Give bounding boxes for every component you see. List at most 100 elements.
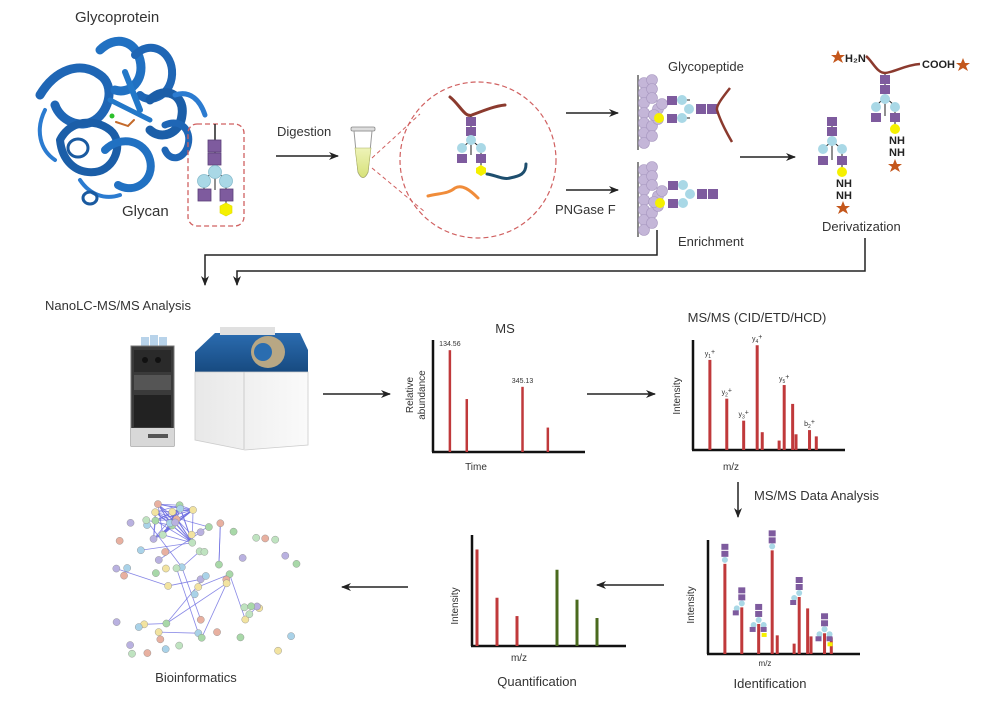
network-node	[161, 548, 169, 556]
ms-ylabel-line1: Relative	[405, 377, 416, 414]
network-node	[271, 535, 280, 544]
ms-chart-title: MS	[495, 321, 515, 336]
derivatization-label: Derivatization	[822, 219, 901, 234]
network-node	[134, 623, 143, 631]
network-node	[202, 572, 210, 580]
network-node	[287, 632, 295, 640]
glycopeptide-label: Glycopeptide	[668, 59, 744, 74]
network-node	[215, 560, 223, 569]
network-node	[154, 500, 162, 508]
star-label-icon	[836, 201, 850, 214]
network-node	[126, 519, 135, 527]
network-node	[261, 534, 270, 543]
peak-bar	[546, 427, 550, 452]
network-edge	[155, 511, 209, 528]
network-node	[149, 535, 158, 543]
connector-derivatization-to-lcms	[233, 238, 866, 286]
network-node	[281, 551, 290, 560]
network-node	[115, 537, 124, 545]
star-label-icon	[888, 159, 902, 172]
network-node	[247, 602, 256, 611]
microcentrifuge-tube-icon	[350, 126, 376, 178]
peak-bar	[775, 635, 779, 654]
lc-instrument-icon	[130, 335, 175, 447]
network-node	[188, 538, 197, 547]
ms-xlabel: Time	[465, 462, 487, 473]
peak-bar	[791, 403, 795, 450]
network-node	[236, 633, 245, 642]
network-node	[128, 649, 136, 658]
network-node	[196, 528, 205, 536]
network-edge	[166, 582, 227, 624]
network-node	[200, 548, 209, 556]
network-node	[229, 527, 238, 536]
peak-label: y3+	[738, 410, 748, 421]
network-node	[222, 579, 231, 588]
connector-enrichment-to-lcms	[201, 230, 658, 286]
network-node	[142, 516, 151, 524]
identification-ylabel: Intensity	[686, 586, 697, 623]
network-edge	[157, 503, 194, 511]
captured-glycopeptide-icon	[654, 87, 734, 143]
derivatized-glycan-icon: NH NH	[818, 117, 852, 214]
network-node	[172, 564, 181, 573]
network-node	[158, 531, 167, 539]
zoom-line-bottom	[371, 167, 426, 213]
peak-bar	[806, 608, 810, 654]
network-node	[274, 646, 282, 655]
network-edge	[176, 568, 199, 634]
network-node	[126, 641, 134, 649]
network-node	[143, 649, 152, 657]
peak-bar	[575, 599, 579, 646]
nh-label: NH	[889, 147, 905, 159]
network-node	[205, 523, 213, 531]
peak-bar	[708, 359, 712, 450]
network-edge	[158, 631, 199, 634]
network-node	[187, 530, 196, 539]
network-edge	[140, 542, 193, 551]
network-node	[292, 560, 301, 568]
network-node	[168, 508, 177, 516]
enrichment-resin-glycopeptide	[637, 74, 668, 150]
peak-label: 134.56	[439, 341, 461, 348]
peak-bar	[495, 597, 499, 646]
glycan-fragment-icon	[815, 613, 833, 647]
peak-bar	[740, 607, 744, 654]
nh-label: NH	[836, 190, 852, 202]
network-edge	[218, 523, 221, 565]
digestion-label: Digestion	[277, 124, 331, 139]
quantification-ylabel: Intensity	[450, 587, 461, 624]
network-node	[245, 610, 254, 618]
network-node	[213, 628, 221, 636]
glycan-fragment-icon	[732, 587, 746, 616]
identification-chart: Intensity m/z Identification	[686, 530, 860, 691]
nh-label: NH	[836, 178, 852, 190]
digest-contents	[426, 95, 528, 200]
peak-bar	[782, 385, 786, 450]
network-node	[216, 519, 225, 528]
derivatized-glycopeptide-icon: H₂N COOH NH NH	[831, 50, 970, 172]
network-edge	[229, 574, 246, 620]
quantification-chart: Intensity m/z Quantification	[450, 535, 626, 689]
network-node	[164, 582, 172, 590]
peak-bar	[808, 430, 812, 450]
identification-xlabel: m/z	[759, 659, 772, 668]
network-edge	[176, 518, 192, 536]
glycan-label: Glycan	[122, 203, 169, 220]
nanolc-label: NanoLC-MS/MS Analysis	[45, 298, 191, 313]
network-node	[189, 506, 197, 514]
mass-spectrometer-icon	[194, 327, 309, 451]
msms-ylabel: Intensity	[672, 377, 683, 414]
pngase-label: PNGase F	[555, 202, 616, 217]
network-node	[152, 569, 160, 577]
peptide-blue	[485, 162, 528, 180]
network-node	[123, 564, 131, 572]
network-node	[252, 533, 260, 542]
captured-glycan-icon	[655, 180, 718, 208]
network-node	[151, 516, 160, 525]
peak-bar	[757, 623, 761, 654]
network-node	[137, 546, 145, 555]
peak-bar	[760, 432, 764, 450]
peak-label: b2+	[804, 419, 815, 430]
msms-chart: MS/MS (CID/ETD/HCD) Intensity m/z y1+y2+…	[672, 310, 845, 473]
